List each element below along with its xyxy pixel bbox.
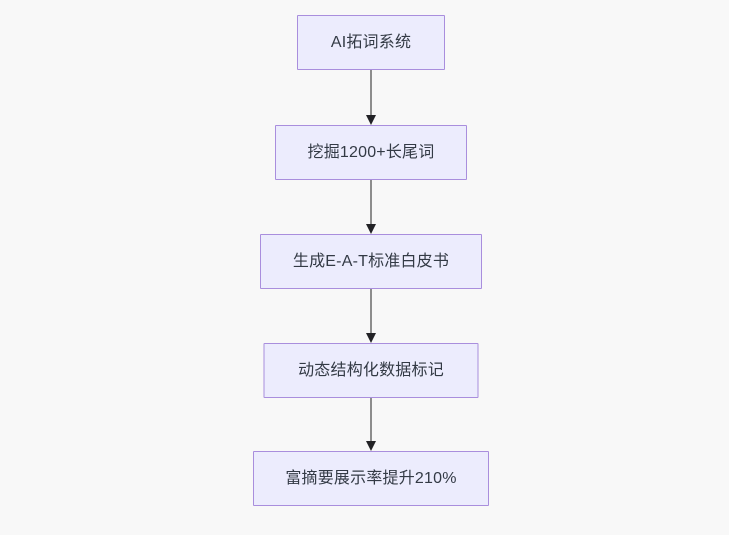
flow-edge-2 [366,180,376,234]
arrowhead-icon [366,224,376,234]
flow-node-label: 生成E-A-T标准白皮书 [292,252,450,270]
flow-node-label: 挖掘1200+长尾词 [307,143,435,161]
flow-edge-3 [366,289,376,343]
flow-edge-1 [366,70,376,125]
flow-node-label: 动态结构化数据标记 [298,361,444,379]
flow-node-ai-keyword-system[interactable]: AI拓词系统 [297,15,445,70]
flow-node-structured-data-markup[interactable]: 动态结构化数据标记 [263,343,479,398]
flow-node-rich-snippet-result[interactable]: 富摘要展示率提升210% [253,451,489,506]
flow-node-label: 富摘要展示率提升210% [285,469,457,487]
arrowhead-icon [366,441,376,451]
flow-node-longtail-keywords[interactable]: 挖掘1200+长尾词 [275,125,467,180]
arrowhead-icon [366,333,376,343]
flow-edge-4 [366,398,376,451]
flow-node-label: AI拓词系统 [330,33,412,51]
flow-node-eat-whitepaper[interactable]: 生成E-A-T标准白皮书 [260,234,482,289]
arrowhead-icon [366,115,376,125]
